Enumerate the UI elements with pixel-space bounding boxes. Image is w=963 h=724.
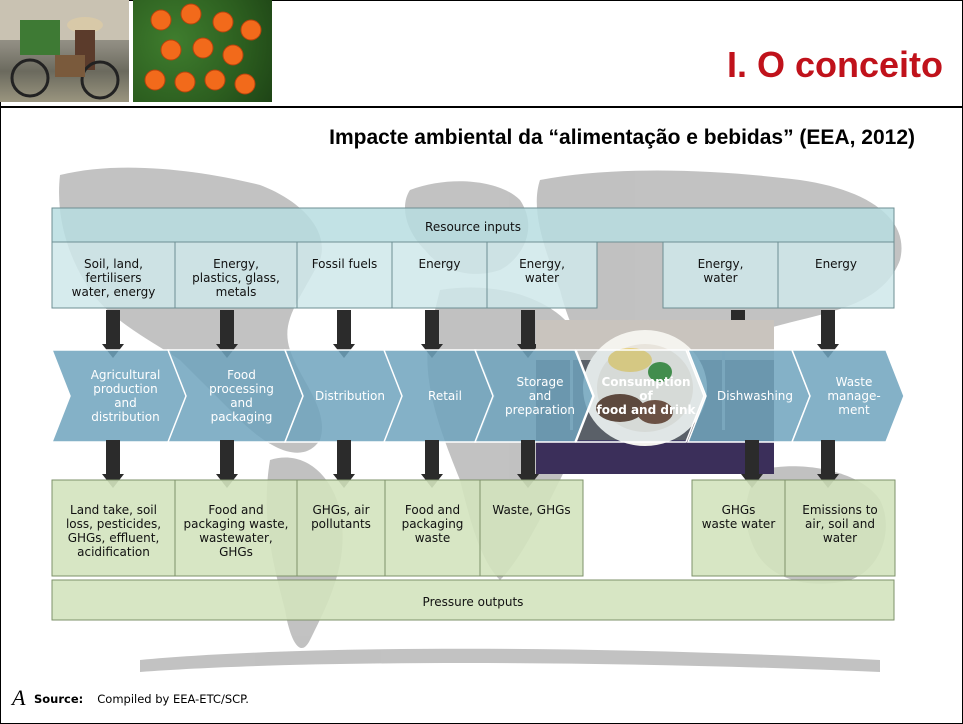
source-text: Compiled by EEA-ETC/SCP.: [97, 692, 249, 706]
title-divider: [0, 106, 963, 108]
source-note: Source: Compiled by EEA-ETC/SCP.: [34, 692, 249, 706]
source-label: Source:: [34, 692, 84, 706]
slide-subtitle: Impacte ambiental da “alimentação e bebi…: [329, 126, 915, 149]
slide-title: I. O conceito: [726, 44, 943, 85]
orange-fruits-on-leaf-photo: [133, 0, 272, 102]
street-vendor-bicycle-photo: [0, 0, 129, 102]
stray-letter: A: [12, 685, 26, 710]
